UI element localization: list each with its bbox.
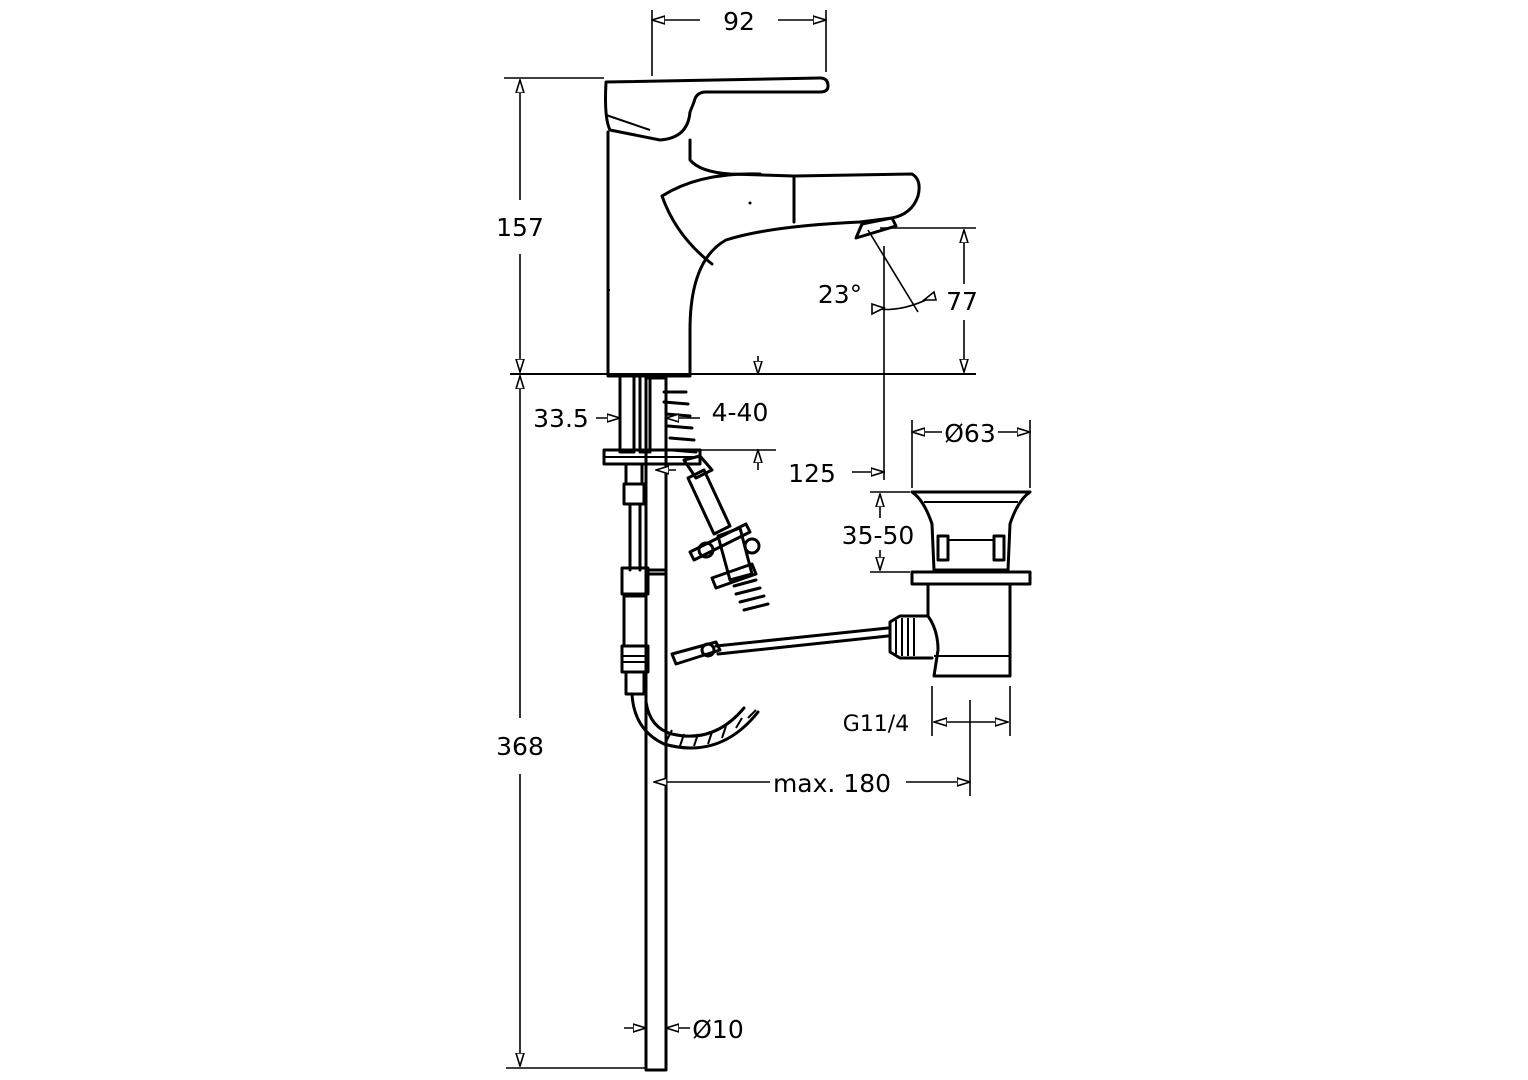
dimension-labels: 92 157 77 23° 33.5 4-40 125 Ø63 35-50 G1… [496,7,996,1044]
dim-waste-height: 35-50 [842,521,915,550]
dim-below-deck-length: 368 [496,732,544,761]
hose-coil-upper [662,390,698,454]
dim-rod-reach: max. 180 [773,769,891,798]
dimension-lines [504,10,1030,1069]
dim-waste-diameter: Ø63 [944,419,996,448]
pull-rod-link [670,640,722,666]
body-cylinder [606,130,921,378]
lever-handle [604,76,830,142]
dim-spout-reach: 125 [788,459,836,488]
dim-spout-angle: 23° [818,280,862,309]
hose-coil-lower [732,578,770,612]
dim-base-offset: 33.5 [533,404,589,433]
waste-drain [888,490,1032,678]
dim-rod-diameter: Ø10 [692,1015,744,1044]
dim-waste-thread: G11/4 [843,712,909,737]
dim-total-height: 157 [496,213,544,242]
faucet-body [604,76,921,378]
dim-width-top: 92 [723,7,755,36]
dim-spout-height: 77 [946,287,978,316]
lift-rod [644,376,668,1072]
dim-deck-thickness: 4-40 [712,398,769,427]
